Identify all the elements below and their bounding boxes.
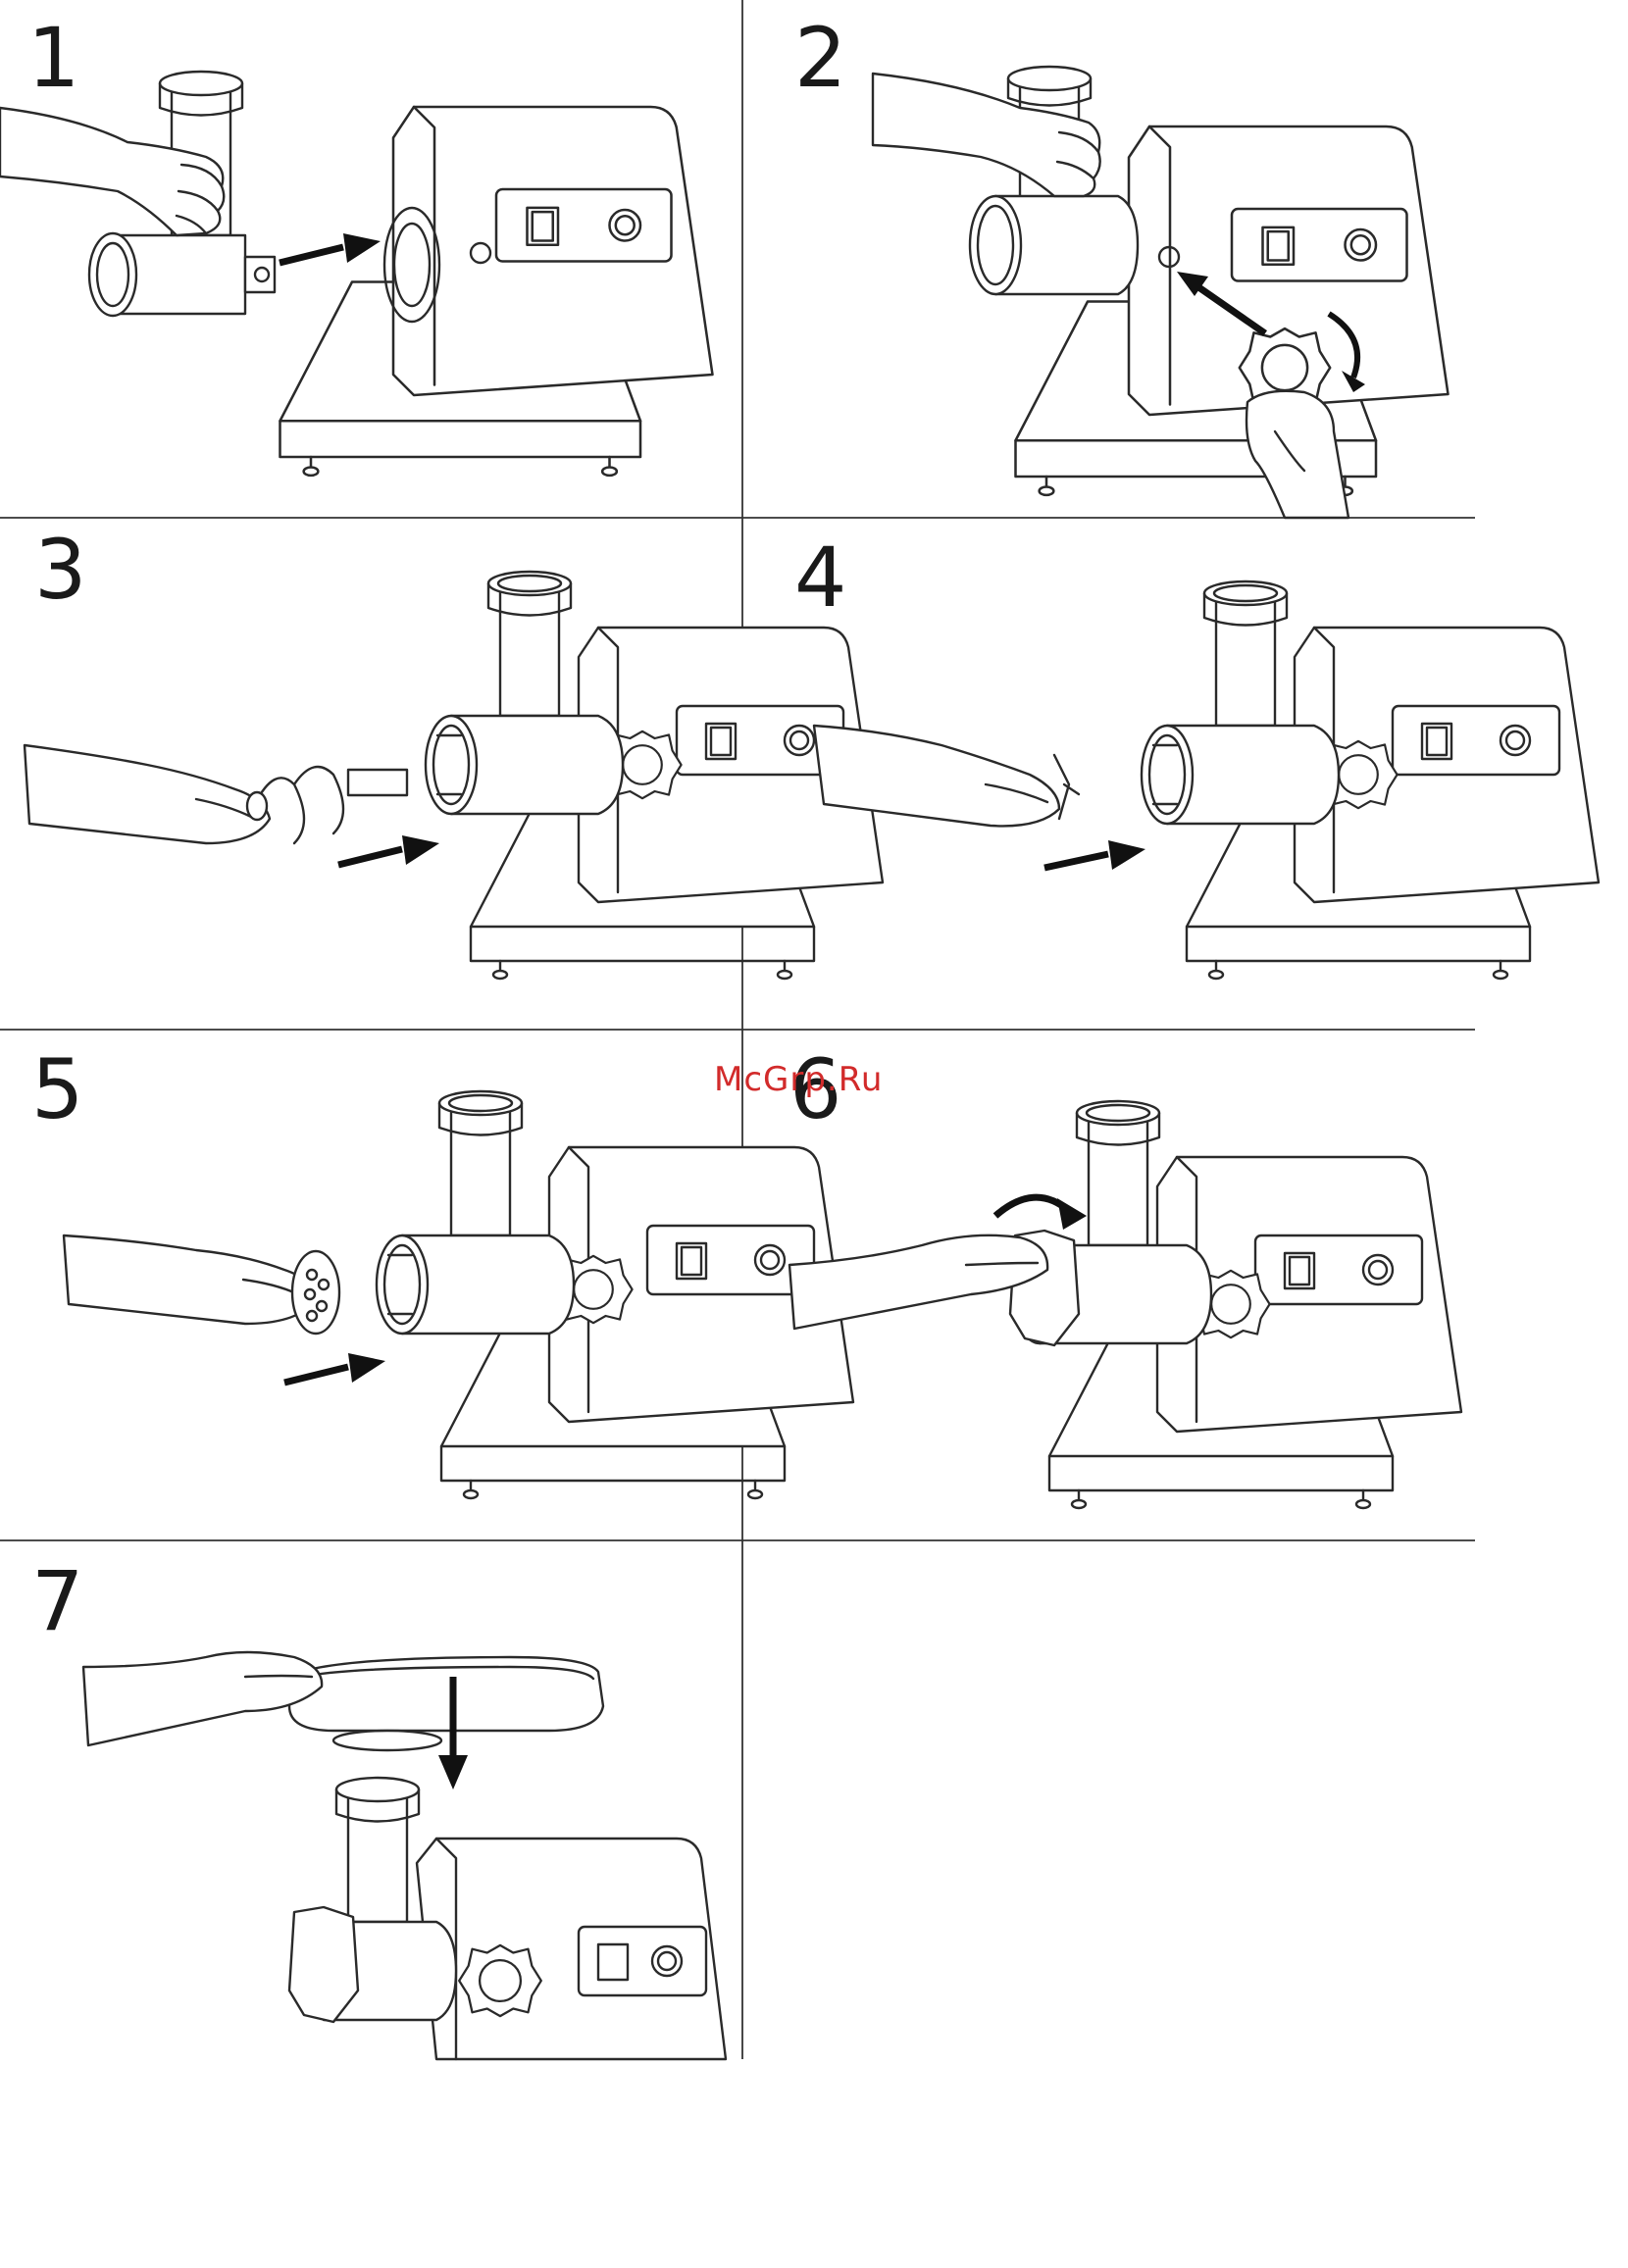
step-number-5: 5 [31, 1041, 83, 1137]
step-panel-1: 1 [0, 10, 713, 476]
step-number-4: 4 [794, 529, 846, 626]
step-panel-6: 6 [789, 1041, 1461, 1508]
step-panel-4: 4 [794, 529, 1599, 979]
step-number-2: 2 [794, 10, 846, 106]
step-panel-5: 5 [31, 1041, 853, 1498]
watermark-text: McGrp.Ru [714, 1060, 883, 1099]
step-panel-7: 7 [31, 1553, 726, 2059]
step-number-7: 7 [31, 1553, 83, 1649]
step-number-1: 1 [27, 10, 79, 106]
step-number-3: 3 [34, 522, 86, 618]
step-panel-3: 3 [25, 522, 883, 979]
step-panel-2: 2 [794, 10, 1449, 518]
